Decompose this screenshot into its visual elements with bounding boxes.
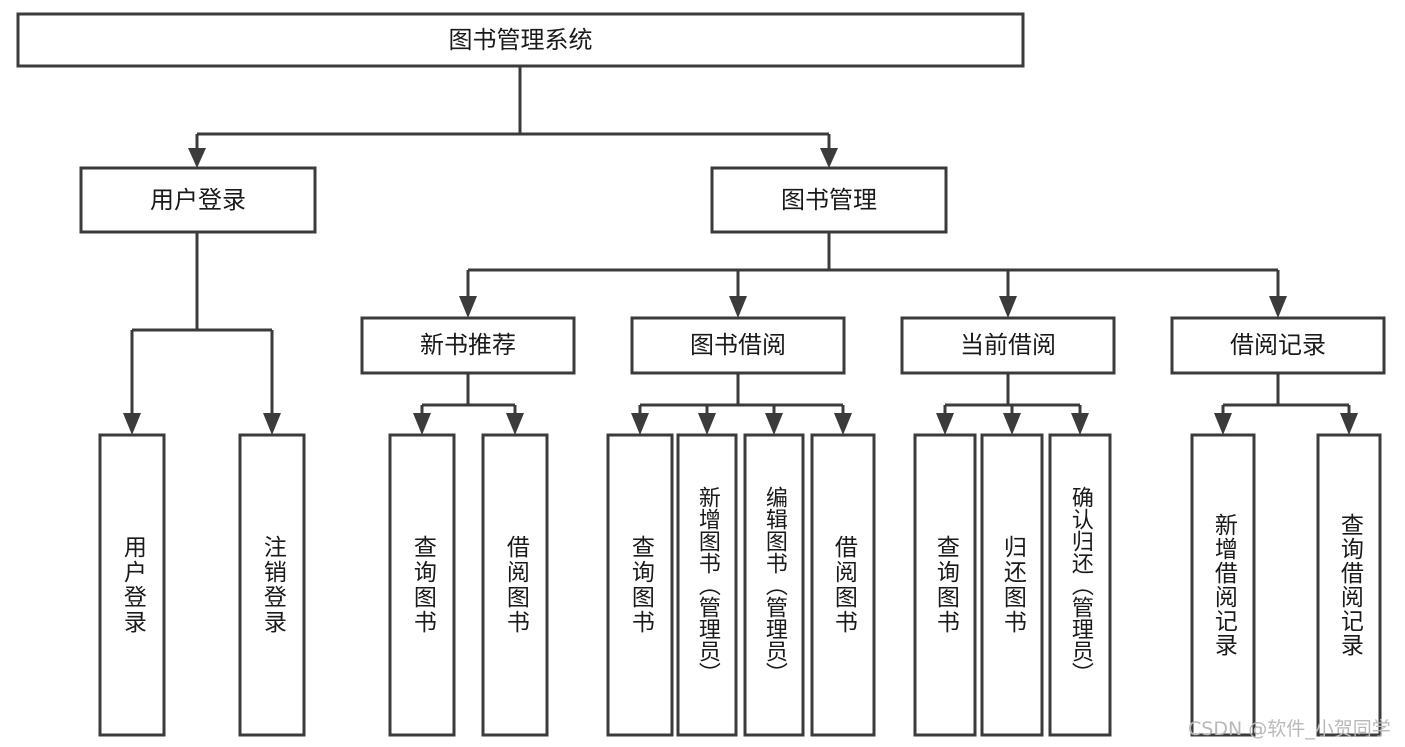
arrow-head-leaf-borrow-book — [834, 413, 852, 435]
node-root-label: 图书管理系统 — [449, 26, 593, 54]
node-leaf-borrow-book-rec-box[interactable] — [481, 433, 549, 737]
node-current-borrow-box[interactable] — [900, 316, 1116, 375]
node-user-login-label: 用户登录 — [150, 186, 246, 214]
node-leaf-add-record-box[interactable] — [1190, 433, 1256, 737]
arrow-head-leaf-return-book — [1003, 413, 1021, 435]
node-borrow-record-box[interactable] — [1170, 316, 1386, 375]
node-leaf-query-book-rec-box[interactable] — [388, 433, 456, 737]
arrow-head-leaf-query-book-current — [936, 413, 954, 435]
node-leaf-query-record-box[interactable] — [1316, 433, 1382, 737]
arrow-head-leaf-borrow-book-rec — [506, 413, 524, 435]
arrow-head-book-manage — [820, 148, 838, 168]
arrow-head-leaf-user-logout — [263, 413, 281, 435]
node-new-book-rec-label: 新书推荐 — [420, 331, 516, 359]
node-book-manage-box[interactable] — [710, 166, 948, 234]
node-leaf-user-logout-box[interactable] — [238, 433, 306, 737]
arrow-head-current-borrow — [999, 296, 1017, 318]
arrow-head-borrow-record — [1269, 296, 1287, 318]
arrow-head-leaf-add-book — [698, 413, 716, 435]
node-new-book-rec[interactable]: 新书推荐 — [360, 316, 576, 375]
node-leaf-edit-book-box[interactable] — [743, 433, 805, 737]
node-user-login[interactable]: 用户登录 — [79, 166, 317, 234]
node-leaf-return-book-box[interactable] — [980, 433, 1044, 737]
node-root[interactable]: 图书管理系统 — [16, 12, 1025, 68]
arrow-head-book-borrow — [729, 296, 747, 318]
node-leaf-add-book-box[interactable] — [676, 433, 738, 737]
arrow-head-user-login — [188, 148, 206, 168]
node-borrow-record[interactable]: 借阅记录 — [1170, 316, 1386, 375]
node-book-borrow[interactable]: 图书借阅 — [630, 316, 846, 375]
arrow-head-leaf-confirm-return — [1071, 413, 1089, 435]
node-book-manage-label: 图书管理 — [781, 186, 877, 214]
node-root-box[interactable] — [16, 12, 1025, 68]
node-book-borrow-label: 图书借阅 — [690, 331, 786, 359]
connector-layer — [123, 66, 1358, 435]
node-book-borrow-box[interactable] — [630, 316, 846, 375]
arrow-head-new-book-rec — [459, 296, 477, 318]
node-borrow-record-label: 借阅记录 — [1230, 331, 1326, 359]
node-new-book-rec-box[interactable] — [360, 316, 576, 375]
node-leaf-confirm-return-box[interactable] — [1048, 433, 1112, 737]
arrow-head-leaf-edit-book — [765, 413, 783, 435]
node-leaf-query-book-borrow-box[interactable] — [606, 433, 674, 737]
arrow-head-leaf-add-record — [1214, 413, 1232, 435]
arrow-head-leaf-query-book-rec — [413, 413, 431, 435]
node-current-borrow[interactable]: 当前借阅 — [900, 316, 1116, 375]
node-leaf-query-book-current-box[interactable] — [913, 433, 977, 737]
arrow-head-leaf-query-book-borrow — [631, 413, 649, 435]
node-user-login-box[interactable] — [79, 166, 317, 234]
node-leaf-user-login-box[interactable] — [98, 433, 166, 737]
arrow-head-leaf-query-record — [1340, 413, 1358, 435]
node-book-manage[interactable]: 图书管理 — [710, 166, 948, 234]
node-leaf-borrow-book-box[interactable] — [810, 433, 876, 737]
node-layer: 图书管理系统 用户登录 图书管理 新书推荐 图书借阅 当前 — [16, 12, 1386, 737]
node-current-borrow-label: 当前借阅 — [960, 331, 1056, 359]
arrow-head-leaf-user-login — [123, 413, 141, 435]
